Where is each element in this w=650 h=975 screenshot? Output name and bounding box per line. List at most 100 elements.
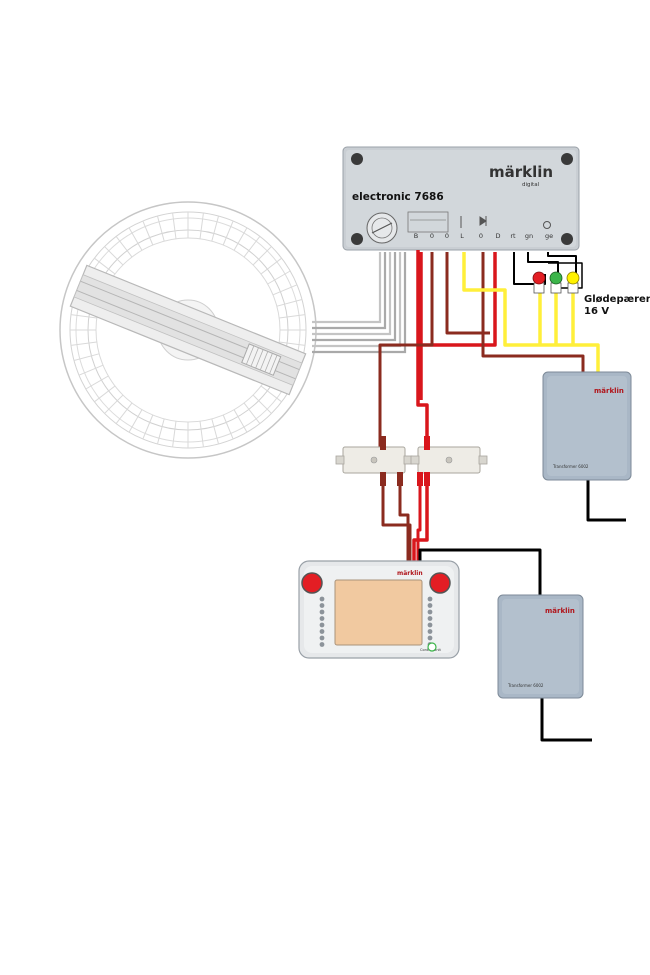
terminal-label: B xyxy=(414,232,418,240)
turntable-track-tick xyxy=(260,257,282,275)
function-button-icon xyxy=(427,629,433,634)
terminal-label: ge xyxy=(545,232,553,240)
turntable-track-tick xyxy=(233,409,248,433)
decoder-model: electronic 7686 xyxy=(352,191,444,203)
turntable-track-tick xyxy=(279,341,306,346)
terminal-label: 0 xyxy=(479,232,483,240)
turntable-track-tick xyxy=(156,215,165,242)
turntable-track-tick xyxy=(115,236,133,258)
screw-icon xyxy=(561,153,573,165)
function-button-icon xyxy=(319,609,325,615)
decoder-brand-sub: digital xyxy=(522,182,540,188)
turntable-track-tick xyxy=(243,236,261,258)
turntable-track-tick xyxy=(211,418,220,445)
transformer-bottom-model: Transformer 6002 xyxy=(507,683,544,688)
lamp-green-icon xyxy=(549,271,563,294)
turntable-track-tick xyxy=(260,385,282,403)
lamps-label-line1: Glødepærer xyxy=(584,294,650,305)
function-button-icon xyxy=(427,609,433,615)
turntable-track-tick xyxy=(78,364,104,376)
turntable xyxy=(59,201,317,459)
turntable-track-tick xyxy=(104,246,124,266)
lamp-red-icon xyxy=(532,271,546,294)
turntable-track-tick xyxy=(199,212,204,239)
turntable-track-tick xyxy=(172,421,177,448)
turntable-track-tick xyxy=(252,394,272,414)
function-button-icon xyxy=(319,596,325,602)
screw-icon xyxy=(351,233,363,245)
lamp-yellow-icon xyxy=(566,271,580,294)
function-button-icon xyxy=(427,596,433,602)
function-button-icon xyxy=(319,603,325,608)
turntable-track-tick xyxy=(156,418,165,445)
function-button-icon xyxy=(427,622,433,628)
turntable-track-tick xyxy=(115,402,133,424)
terminal-block-icon xyxy=(407,211,449,233)
decoder-brand: märklin xyxy=(489,163,553,181)
turntable-track-tick xyxy=(70,341,97,346)
turntable-track-tick xyxy=(128,409,143,433)
turntable-track-tick xyxy=(211,215,220,242)
turntable-track-tick xyxy=(73,353,100,362)
terminal-label: 0 xyxy=(445,232,449,240)
turntable-bridge xyxy=(69,264,307,396)
transformer-top: märklin Transformer 6002 xyxy=(542,371,632,481)
left-throttle-knob-icon xyxy=(301,572,323,594)
function-button-icon xyxy=(427,635,433,641)
transformer-top-brand: märklin xyxy=(594,387,624,395)
ribbon-cable xyxy=(312,252,407,354)
connection-box-right xyxy=(410,446,488,474)
connection-box-left xyxy=(335,446,413,474)
terminal-label: L xyxy=(460,232,464,240)
control-unit: märklin Control Unit xyxy=(298,560,460,659)
turntable-track-tick xyxy=(85,375,109,390)
turntable-track-tick xyxy=(252,246,272,266)
turntable-track-tick xyxy=(172,212,177,239)
wires xyxy=(378,250,626,742)
lamp-symbol-icon xyxy=(543,221,551,229)
terminal-label: gn xyxy=(525,232,533,240)
turntable-track-tick xyxy=(142,414,154,440)
transformer-top-model: Transformer 6002 xyxy=(552,464,589,469)
turntable-track-tick xyxy=(199,421,204,448)
signal-lamps: Glødepærer 16 V xyxy=(532,271,650,317)
plug-icons xyxy=(380,436,430,486)
control-unit-screen xyxy=(334,579,423,646)
turntable-track-tick xyxy=(267,270,291,285)
function-button-icon xyxy=(319,616,325,621)
right-throttle-knob-icon xyxy=(429,572,451,594)
lamps-label-line2: 16 V xyxy=(584,306,609,317)
screw-icon xyxy=(561,233,573,245)
turntable-track-tick xyxy=(276,298,303,307)
turntable-track-tick xyxy=(128,227,143,251)
function-button-icon xyxy=(319,629,325,634)
screw-icon xyxy=(351,153,363,165)
turntable-track-tick xyxy=(222,220,234,246)
function-button-icon xyxy=(319,642,325,647)
transformer-bottom: märklin Transformer 6002 xyxy=(497,594,584,699)
turntable-track-tick xyxy=(142,220,154,246)
power-indicator-icon xyxy=(427,642,437,652)
diode-icon xyxy=(479,216,487,226)
control-unit-brand: märklin xyxy=(397,570,423,577)
turntable-track-tick xyxy=(233,227,248,251)
terminal-label: rt xyxy=(510,232,516,240)
terminal-label: D xyxy=(495,232,500,240)
function-button-icon xyxy=(427,603,433,608)
terminal-label: 0 xyxy=(430,232,434,240)
function-button-icon xyxy=(319,635,325,641)
turntable-track-tick xyxy=(272,284,298,296)
transformer-bottom-brand: märklin xyxy=(545,607,575,615)
turntable-track-tick xyxy=(70,314,97,319)
turntable-track-tick xyxy=(104,394,124,414)
turntable-track-tick xyxy=(243,402,261,424)
turntable-track-tick xyxy=(222,414,234,440)
turntable-track-tick xyxy=(94,385,116,403)
turntable-track-tick xyxy=(279,314,306,319)
function-button-icon xyxy=(427,616,433,621)
function-button-icon xyxy=(319,622,325,628)
turntable-track-tick xyxy=(94,257,116,275)
